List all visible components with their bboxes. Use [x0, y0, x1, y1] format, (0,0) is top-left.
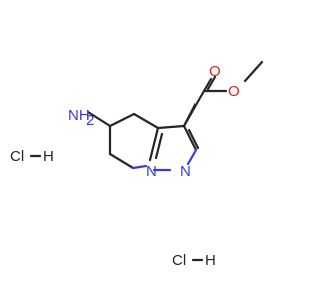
- ester-group: [182, 60, 275, 128]
- bond-c4-c5: [108, 112, 136, 128]
- amine-label: NH: [68, 107, 90, 124]
- salt-hydrogen-label: H: [205, 252, 216, 269]
- salt-hcl-1: Cl H: [10, 148, 54, 165]
- salt-hydrogen-label: H: [43, 148, 54, 165]
- bond-c3-c2: [182, 124, 198, 152]
- bond-c7-n: [131, 164, 148, 170]
- ester-oxygen-label: O: [228, 83, 240, 100]
- bond-c3-carbonyl: [182, 89, 206, 128]
- structure-canvas: O O NH 2 N N Cl H Cl H: [10, 60, 275, 269]
- salt-chlorine-label: Cl: [10, 148, 24, 165]
- salt-hcl-2: Cl H: [172, 252, 216, 269]
- bond-c3-c2-inner: [187, 128, 200, 150]
- ring-nitrogen-1-label: N: [146, 163, 157, 180]
- salt-chlorine-label: Cl: [172, 252, 186, 269]
- bond-c3a-c4: [132, 112, 160, 130]
- ring-nitrogen-2-label: N: [180, 163, 191, 180]
- bond-c3a-n-inner: [154, 132, 164, 160]
- bond-carbonyl-o-b: [206, 75, 217, 91]
- bond-carbonyl-o-a: [202, 77, 213, 93]
- bond-c6-c7: [108, 152, 135, 170]
- bond-c5-nh2: [86, 110, 112, 128]
- amine-subscript: 2: [86, 112, 94, 129]
- bond-c2-n: [186, 148, 198, 166]
- carbonyl-oxygen-label: O: [209, 63, 221, 80]
- bond-c3a-n: [148, 126, 160, 162]
- molecule-diagram: O O NH 2 N N Cl H Cl H: [10, 60, 275, 269]
- atom-labels: O O NH 2 N N: [68, 63, 240, 180]
- bond-oester-methyl: [243, 60, 264, 83]
- bond-c3-c3a: [156, 124, 186, 130]
